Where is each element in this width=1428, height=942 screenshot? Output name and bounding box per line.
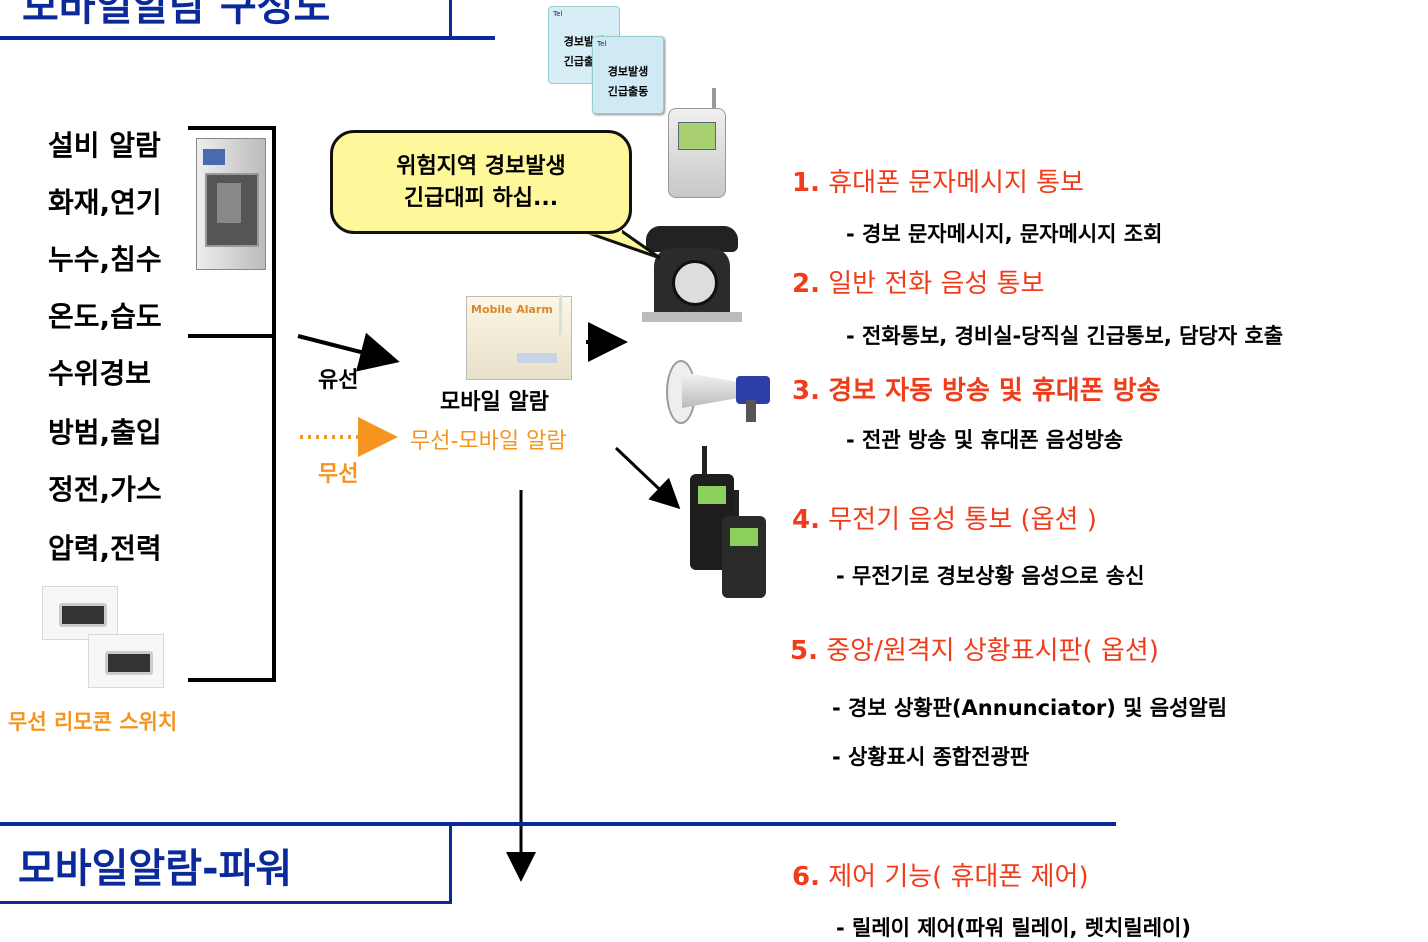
remote-switch-image-1 [42, 586, 118, 640]
feature-1-detail: - 경보 문자메시지, 문자메시지 조회 [846, 222, 1163, 246]
bottom-title-divider [449, 822, 452, 904]
wired-label: 유선 [318, 368, 359, 393]
diagram-title: 모바일알람 구성도 [22, 0, 331, 30]
feature-4-title: 무전기 음성 통보 (옵션 ) [828, 505, 1097, 535]
feature-1-title: 휴대폰 문자메시지 통보 [828, 168, 1084, 198]
feature-6-number: 6. [792, 862, 820, 892]
sensor-equipment-alarm: 설비 알람 [48, 129, 161, 162]
bubble-line2: 긴급대피 하십... [403, 186, 559, 211]
sensor-pressure-power: 압력,전력 [48, 532, 162, 565]
warning-speech-bubble: 위험지역 경보발생 긴급대피 하십... [330, 130, 632, 234]
feature-5-detail-2: - 상황표시 종합전광판 [832, 745, 1030, 769]
sms-card-front: Tel 경보발생 긴급출동 [592, 36, 664, 114]
feature-4-heading: 4. 무전기 음성 통보 (옵션 ) [792, 499, 1097, 536]
feature-3-title: 경보 자동 방송 및 휴대폰 방송 [828, 376, 1161, 406]
feature-3-heading: 3. 경보 자동 방송 및 휴대폰 방송 [792, 370, 1161, 407]
megaphone-image [666, 354, 776, 434]
feature-2-detail: - 전화통보, 경비실-당직실 긴급통보, 담당자 호출 [846, 324, 1284, 348]
section-title-power: 모바일알람-파워 [18, 846, 293, 892]
feature-6-title: 제어 기능( 휴대폰 제어) [828, 862, 1089, 892]
feature-6-detail: - 릴레이 제어(파워 릴레이, 렛치릴레이) [836, 916, 1191, 940]
bottom-title-underline [0, 901, 452, 904]
feature-6-heading: 6. 제어 기능( 휴대폰 제어) [792, 856, 1089, 893]
mobile-alarm-device-image: Mobile Alarm [466, 295, 572, 380]
telephone-image [642, 226, 742, 322]
section-divider-line [0, 822, 1116, 826]
feature-2-number: 2. [792, 269, 820, 299]
feature-2-title: 일반 전화 음성 통보 [828, 269, 1045, 299]
sensor-temp-humidity: 온도,습도 [48, 300, 162, 333]
remote-switch-image-2 [88, 634, 164, 688]
mobile-phone-image [668, 88, 728, 198]
device-box-label: Mobile Alarm [471, 303, 553, 316]
feature-1-number: 1. [792, 168, 820, 198]
sms-card-front-line1: 경보발생 [607, 65, 649, 78]
title-divider [449, 0, 452, 40]
feature-4-detail: - 무전기로 경보상황 음성으로 송신 [836, 564, 1145, 588]
wireless-device-name: 무선-모바일 알람 [410, 429, 567, 454]
sensor-water-level: 수위경보 [48, 357, 152, 390]
feature-3-number: 3. [792, 376, 820, 406]
feature-3-detail: - 전관 방송 및 휴대폰 음성방송 [846, 428, 1124, 452]
feature-5-detail-1: - 경보 상황판(Annunciator) 및 음성알림 [832, 696, 1228, 720]
feature-5-number: 5. [790, 636, 818, 666]
walkie-talkie-image [690, 446, 768, 598]
remote-switch-label: 무선 리모콘 스위치 [8, 710, 178, 734]
cnc-machine-image [196, 138, 266, 270]
wireless-label: 무선 [318, 462, 359, 487]
bubble-line1: 위험지역 경보발생 [396, 154, 566, 179]
feature-5-heading: 5. 중앙/원격지 상황표시판( 옵션) [790, 630, 1159, 667]
sensor-security-access: 방범,출입 [48, 416, 162, 449]
feature-4-number: 4. [792, 505, 820, 535]
feature-5-title: 중앙/원격지 상황표시판( 옵션) [826, 636, 1159, 666]
device-name: 모바일 알람 [440, 390, 549, 415]
feature-2-heading: 2. 일반 전화 음성 통보 [792, 263, 1044, 300]
feature-1-heading: 1. 휴대폰 문자메시지 통보 [792, 162, 1084, 199]
sensor-leak-flood: 누수,침수 [48, 243, 162, 276]
sensor-power-gas: 정전,가스 [48, 473, 162, 506]
title-underline [0, 36, 495, 40]
sms-card-front-line2: 긴급출동 [607, 85, 649, 98]
sensor-fire-smoke: 화재,연기 [48, 186, 162, 219]
